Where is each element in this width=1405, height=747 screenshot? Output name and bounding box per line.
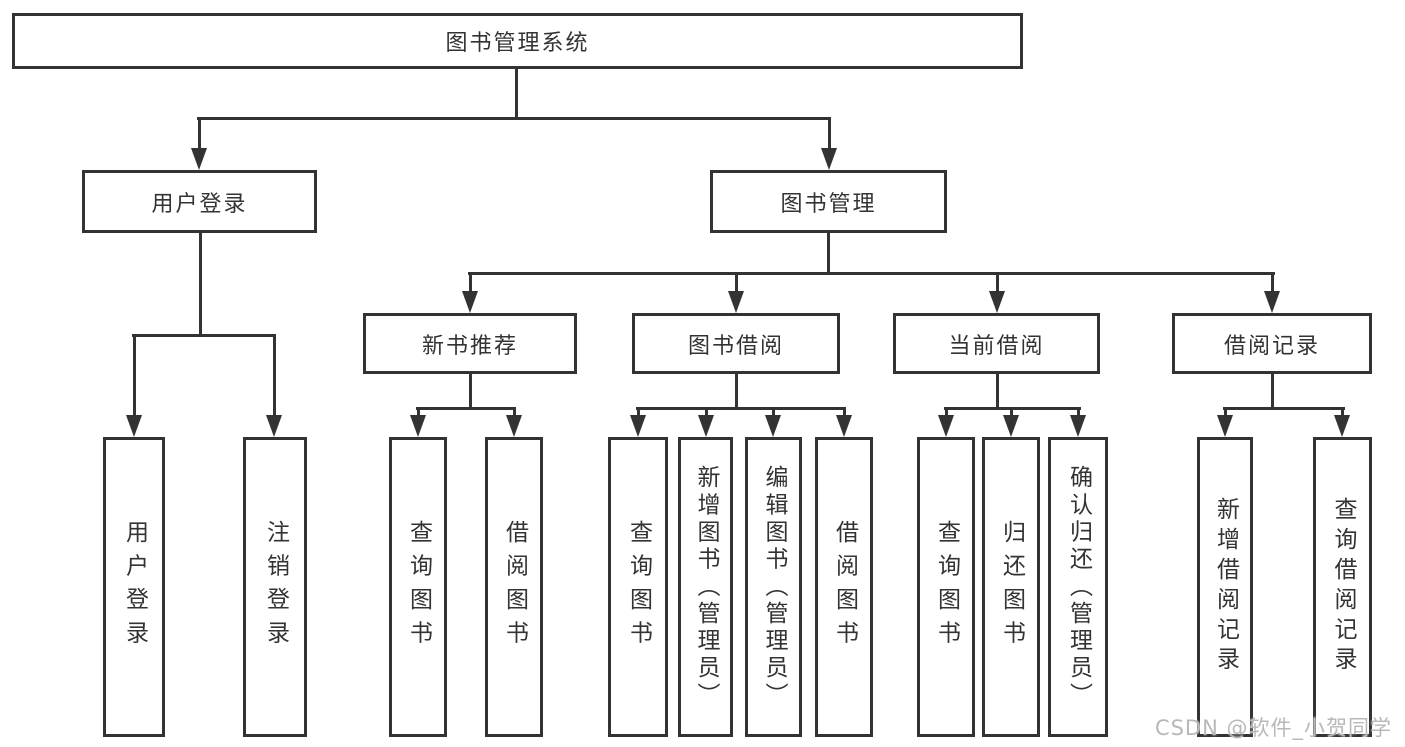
leaf-borrow-books-recommend: 借阅图书 — [485, 437, 543, 737]
connector-line — [636, 407, 640, 422]
watermark: CSDN @软件_小贺同学 — [1154, 716, 1392, 740]
connector-line — [826, 231, 830, 275]
arrow-down — [764, 415, 781, 437]
leaf-add-borrow-record: 新增借阅记录 — [1197, 437, 1253, 737]
node-label: 注销登录 — [262, 520, 289, 654]
leaf-logout-login: 注销登录 — [243, 437, 307, 737]
node-book-borrowing: 图书借阅 — [632, 313, 840, 374]
connector-line — [468, 372, 472, 410]
node-label: 归还图书 — [998, 520, 1025, 654]
leaf-add-books-admin: 新增图书（管理员） — [678, 437, 733, 737]
leaf-return-books: 归还图书 — [982, 437, 1040, 737]
connector-line — [1340, 407, 1344, 422]
node-label: 借阅图书 — [501, 520, 528, 654]
arrow-down — [409, 415, 426, 437]
node-label: 用户登录 — [121, 520, 148, 654]
node-label: 查询图书 — [625, 520, 652, 654]
node-label: 图书管理 — [780, 191, 877, 217]
connector-line — [1270, 372, 1274, 410]
connector-line — [416, 407, 420, 422]
connector-line — [468, 272, 472, 296]
connector-line — [514, 66, 518, 120]
node-label: 新增借阅记录 — [1212, 497, 1239, 677]
node-label: 查询借阅记录 — [1330, 497, 1356, 677]
connector-line — [198, 231, 202, 337]
arrow-down — [820, 148, 837, 170]
connector-line — [132, 334, 276, 337]
leaf-borrow-books-borrowing: 借阅图书 — [815, 437, 873, 737]
arrow-down — [265, 415, 282, 437]
arrow-down — [937, 415, 954, 437]
arrow-down — [727, 291, 744, 313]
node-label: 图书借阅 — [687, 333, 784, 359]
connector-line — [468, 272, 1275, 275]
node-label: 借阅记录 — [1223, 333, 1320, 359]
connector-line — [944, 407, 1081, 410]
arrow-down — [190, 148, 207, 170]
connector-line — [197, 117, 831, 120]
arrow-down — [1002, 415, 1019, 437]
node-label: 确认归还（管理员） — [1065, 464, 1092, 710]
arrow-down — [1069, 415, 1086, 437]
arrow-down — [505, 415, 522, 437]
node-book-management: 图书管理 — [710, 170, 947, 233]
connector-line — [1009, 407, 1013, 422]
arrow-down — [1263, 291, 1280, 313]
leaf-query-books-current: 查询图书 — [917, 437, 975, 737]
node-borrowing-records: 借阅记录 — [1172, 313, 1372, 374]
node-user-login: 用户登录 — [82, 170, 317, 233]
connector-line — [734, 372, 738, 410]
connector-line — [1076, 407, 1080, 422]
arrow-down — [1216, 415, 1233, 437]
connector-line — [132, 334, 136, 422]
node-label: 新书推荐 — [421, 333, 518, 359]
node-current-borrowing: 当前借阅 — [893, 313, 1100, 374]
connector-line — [827, 117, 831, 151]
connector-line — [1223, 407, 1345, 410]
leaf-query-borrow-record: 查询借阅记录 — [1313, 437, 1372, 737]
leaf-query-books-recommend: 查询图书 — [389, 437, 447, 737]
leaf-edit-books-admin: 编辑图书（管理员） — [745, 437, 802, 737]
connector-line — [512, 407, 516, 422]
arrow-down — [1333, 415, 1350, 437]
leaf-confirm-return-admin: 确认归还（管理员） — [1048, 437, 1108, 737]
connector-line — [197, 117, 201, 151]
arrow-down — [988, 291, 1005, 313]
connector-line — [272, 334, 276, 422]
connector-line — [1270, 272, 1274, 296]
connector-line — [416, 407, 516, 410]
arrow-down — [125, 415, 142, 437]
connector-line — [704, 407, 708, 422]
connector-line — [842, 407, 846, 422]
connector-line — [944, 407, 948, 422]
node-library-management-system: 图书管理系统 — [12, 13, 1023, 69]
node-label: 借阅图书 — [831, 520, 858, 654]
node-label: 查询图书 — [933, 520, 960, 654]
connector-line — [734, 272, 738, 296]
arrow-down — [835, 415, 852, 437]
arrow-down — [629, 415, 646, 437]
arrow-down — [697, 415, 714, 437]
arrow-down — [461, 291, 478, 313]
node-label: 查询图书 — [405, 520, 432, 654]
node-label: 新增图书（管理员） — [693, 464, 719, 710]
leaf-user-login: 用户登录 — [103, 437, 165, 737]
node-label: 编辑图书（管理员） — [761, 464, 787, 710]
node-new-book-recommendation: 新书推荐 — [363, 313, 577, 374]
connector-line — [995, 372, 999, 410]
connector-line — [771, 407, 775, 422]
leaf-query-books-borrowing: 查询图书 — [608, 437, 668, 737]
node-label: 图书管理系统 — [445, 31, 590, 56]
node-label: 当前借阅 — [948, 333, 1045, 359]
connector-line — [995, 272, 999, 296]
connector-line — [636, 407, 846, 410]
node-label: 用户登录 — [151, 191, 248, 217]
connector-line — [1223, 407, 1227, 422]
